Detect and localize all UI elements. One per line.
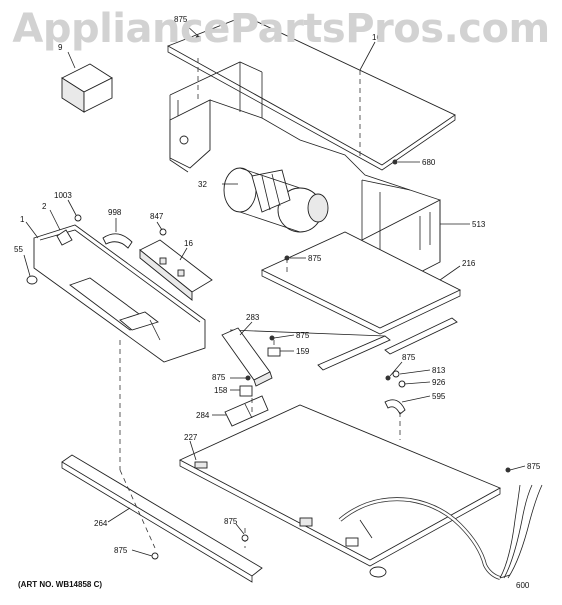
callout-1: 1 bbox=[20, 215, 25, 224]
bracket-2 bbox=[56, 229, 73, 246]
power-cord-harness bbox=[338, 484, 543, 580]
top-cover-panel bbox=[166, 15, 456, 171]
callout-595: 595 bbox=[432, 392, 446, 401]
callout-55: 55 bbox=[14, 245, 23, 254]
callout-998: 998 bbox=[108, 208, 122, 217]
callout-16-mid: 16 bbox=[184, 239, 193, 248]
callout-283: 283 bbox=[246, 313, 260, 322]
callout-813: 813 bbox=[432, 366, 446, 375]
switch-158 bbox=[239, 385, 253, 397]
callout-216: 216 bbox=[462, 259, 476, 268]
front-trim-264 bbox=[61, 454, 263, 583]
blower-motor bbox=[223, 167, 329, 233]
callout-32: 32 bbox=[198, 180, 207, 189]
callout-labels: 875 16 9 680 32 513 1003 2 1 998 847 16 … bbox=[14, 15, 541, 590]
clip-847 bbox=[159, 228, 167, 236]
callout-600: 600 bbox=[516, 581, 530, 590]
chassis-frame bbox=[169, 61, 441, 303]
screws bbox=[151, 35, 511, 560]
bracket-284 bbox=[224, 395, 269, 427]
callout-875-283: 875 bbox=[296, 331, 310, 340]
part-box bbox=[61, 63, 113, 113]
art-number: (ART NO. WB14858 C) bbox=[18, 580, 103, 589]
callout-2: 2 bbox=[42, 202, 47, 211]
callout-16-top: 16 bbox=[372, 33, 381, 42]
control-panel bbox=[33, 224, 206, 363]
callout-158: 158 bbox=[214, 386, 228, 395]
callout-875-mid: 875 bbox=[308, 254, 322, 263]
callout-875-right: 875 bbox=[402, 353, 416, 362]
ribbon-connector bbox=[102, 233, 133, 249]
sensor-159 bbox=[267, 347, 281, 357]
callout-875-far: 875 bbox=[527, 462, 541, 471]
trim-strips bbox=[229, 317, 458, 371]
knob-55 bbox=[26, 275, 38, 285]
callout-9: 9 bbox=[58, 43, 63, 52]
callout-159: 159 bbox=[296, 347, 310, 356]
callout-926: 926 bbox=[432, 378, 446, 387]
callout-875-botleft: 875 bbox=[114, 546, 128, 555]
bracket-283 bbox=[221, 327, 273, 387]
callout-284: 284 bbox=[196, 411, 210, 420]
heat-shield-216 bbox=[260, 231, 462, 335]
base-plate bbox=[178, 404, 502, 578]
alignment-lines bbox=[119, 58, 401, 549]
callout-847: 847 bbox=[150, 212, 164, 221]
callout-264: 264 bbox=[94, 519, 108, 528]
callout-227: 227 bbox=[184, 433, 198, 442]
callout-875-top: 875 bbox=[174, 15, 188, 24]
callout-513: 513 bbox=[472, 220, 486, 229]
control-board bbox=[139, 239, 213, 301]
callout-875-bot: 875 bbox=[224, 517, 238, 526]
screw-813 bbox=[392, 370, 400, 378]
callout-875-158: 875 bbox=[212, 373, 226, 382]
callout-680: 680 bbox=[422, 158, 436, 167]
screw-1003 bbox=[74, 214, 82, 222]
callout-1003: 1003 bbox=[54, 191, 72, 200]
leader-lines bbox=[23, 23, 526, 579]
